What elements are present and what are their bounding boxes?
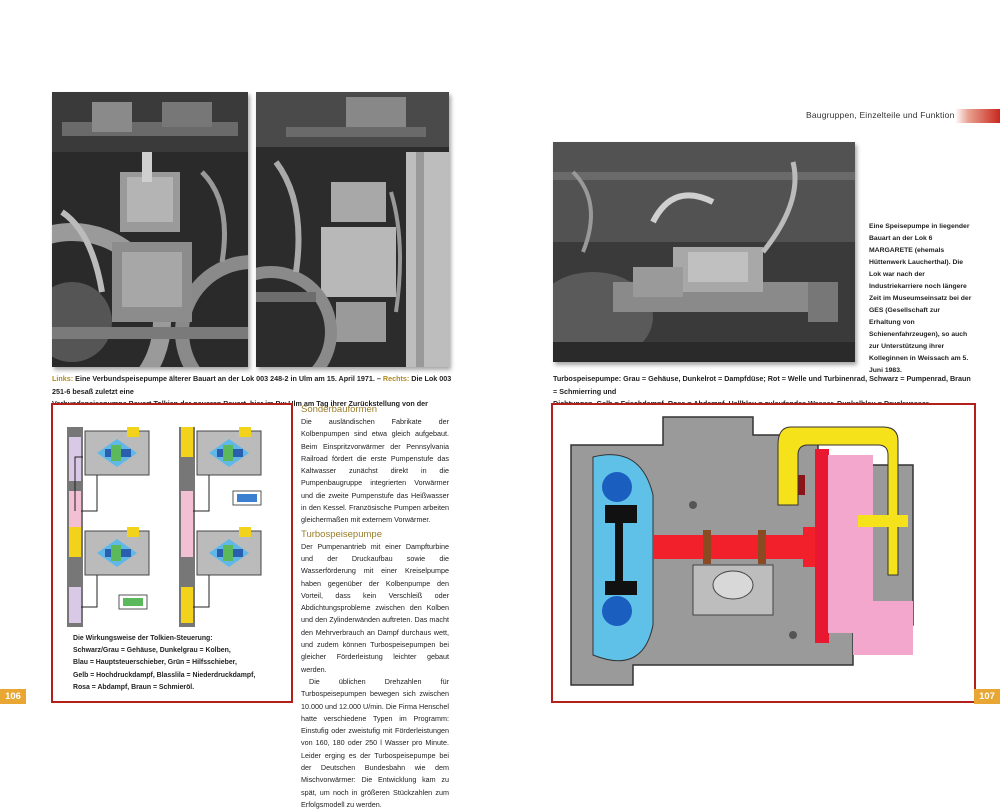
legend-line: Schwarz/Grau = Gehäuse, Dunkelgrau = Kol…: [73, 647, 231, 655]
photo-pump-003-251: [256, 92, 449, 367]
paragraph: Die ausländischen Fabrikate der Kolbenpu…: [301, 417, 449, 525]
photo-side-caption: Eine Speisepumpe in liegender Bauart an …: [869, 223, 972, 374]
legend-line: Gelb = Hochdruckdampf, Blasslila = Niede…: [73, 671, 256, 679]
page-number-right: 107: [974, 689, 1000, 704]
caption-text-links: Eine Verbundspeisepumpe älterer Bauart a…: [73, 374, 383, 383]
tolkien-diagram-frame: Die Wirkungsweise der Tolkien-Steuerung:…: [51, 403, 293, 703]
photo-pump-003-248: [52, 92, 248, 367]
turbopump-diagram-frame: [551, 403, 976, 703]
paragraph: Der Pumpenantrieb mit einer Dampfturbine…: [301, 541, 449, 674]
legend-title: Die Wirkungsweise der Tolkien-Steuerung:: [73, 635, 213, 642]
turbopump-cross-section: [570, 416, 914, 686]
tolkien-diagram: [67, 427, 262, 627]
legend-line: Rosa = Abdampf, Braun = Schmieröl.: [73, 683, 195, 691]
section-header-bar: [955, 109, 1000, 123]
page-number-left: 106: [0, 689, 26, 704]
heading-sonderbauformen: Sonderbauformen: [301, 404, 378, 415]
caption-label-links: Links:: [52, 374, 74, 383]
legend-line: Blau = Hauptsteuerschieber, Grün = Hilfs…: [73, 659, 237, 667]
caption-label-rechts: Rechts:: [382, 374, 410, 383]
paragraph: Die üblichen Drehzahlen für Turbospeisep…: [301, 676, 449, 809]
photo-pump-lok-6-margarete: [553, 142, 855, 362]
heading-turbospeisepumpe: Turbospeisepumpe: [301, 528, 382, 540]
article-text-column: Sonderbauformen Die ausländischen Fabrik…: [301, 404, 449, 811]
section-title: Baugruppen, Einzelteile und Funktion: [806, 110, 955, 120]
caption-line: Turbospeisepumpe: Grau = Gehäuse, Dunkel…: [553, 374, 971, 396]
tolkien-legend: Die Wirkungsweise der Tolkien-Steuerung:…: [73, 633, 278, 694]
caption-text-rechts: Die Lok 003 251-6 besaß zuletzt eine: [52, 374, 452, 396]
